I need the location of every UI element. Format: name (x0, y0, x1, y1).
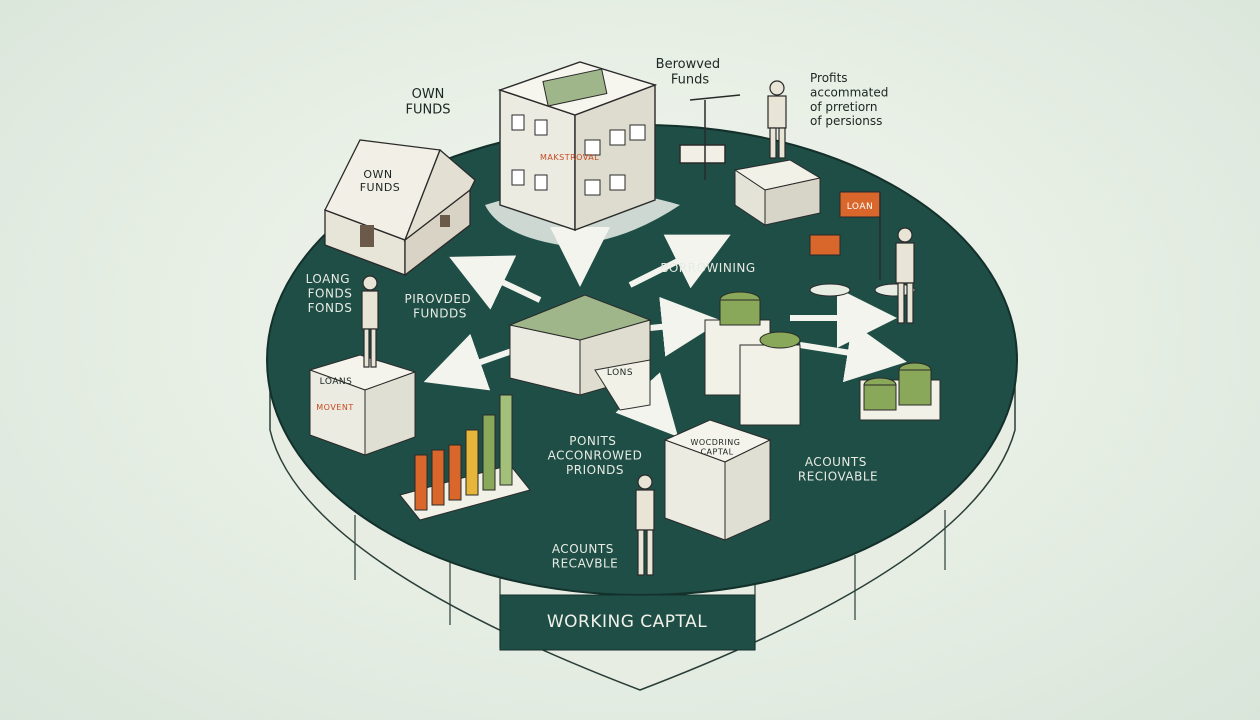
label-line: PRIONDS (566, 463, 624, 477)
label-line: FUNDS (360, 181, 401, 194)
bar-chart-icon (399, 394, 531, 521)
coin-stack-2 (859, 362, 941, 421)
bank-building (497, 61, 658, 232)
label-line: FONDS (308, 301, 353, 315)
label-line: RECAVBLE (552, 556, 618, 570)
footer-banner-text: WORKING CAPTAL (547, 612, 707, 632)
label-line: Funds (671, 73, 709, 88)
loans-box (308, 354, 417, 456)
label-line: ACCONROWED (548, 448, 643, 462)
bank-building-sign: MAKSTROVAL (540, 153, 599, 162)
accounts-receivable-bottom-label: ACOUNTS RECAVBLE (552, 542, 618, 570)
label-line: of prretiorn (810, 100, 877, 114)
loan-flag-text: LOAN (847, 202, 874, 212)
person-icon-left (361, 275, 379, 368)
scale-icon (679, 94, 741, 180)
own-funds-house-label: OWN FUNDS (360, 168, 401, 194)
label-line: CAPTAL (700, 448, 733, 457)
label-line: RECIOVABLE (798, 469, 878, 483)
own-funds-house (324, 139, 476, 277)
working-capital-box (663, 419, 772, 541)
borrowing-label: BORROWINING (660, 261, 755, 275)
accounts-receivable-right-label: ACOUNTS RECIOVABLE (798, 455, 878, 483)
label-line: accommated (810, 85, 888, 99)
provided-funds-label: PIROVDED FUNDDS (405, 292, 476, 320)
loans-center-label: LONS (607, 368, 633, 378)
label-line: OWN (412, 87, 445, 102)
label-line: FUNDS (406, 103, 451, 118)
borrowed-funds-label: Berowved Funds (656, 57, 725, 88)
working-capital-box-label: WOCDRING CAPTAL (690, 438, 743, 457)
flow-arrows (423, 227, 907, 437)
loan-flag-group (809, 191, 916, 297)
coin-stack-1 (704, 291, 801, 426)
footer-banner (499, 594, 756, 651)
person-icon-center (635, 474, 655, 576)
label-line: of persionss (810, 114, 882, 128)
label-line: FUNDDS (413, 306, 467, 320)
person-icon (767, 80, 787, 159)
loans-box-tag: MOVENT (316, 403, 353, 412)
label-line: FONDS (308, 286, 353, 300)
central-building (508, 294, 652, 411)
money-stack-top-right (733, 159, 822, 226)
person-icon-right (895, 227, 915, 324)
loans-box-label: LOANS (320, 377, 353, 387)
